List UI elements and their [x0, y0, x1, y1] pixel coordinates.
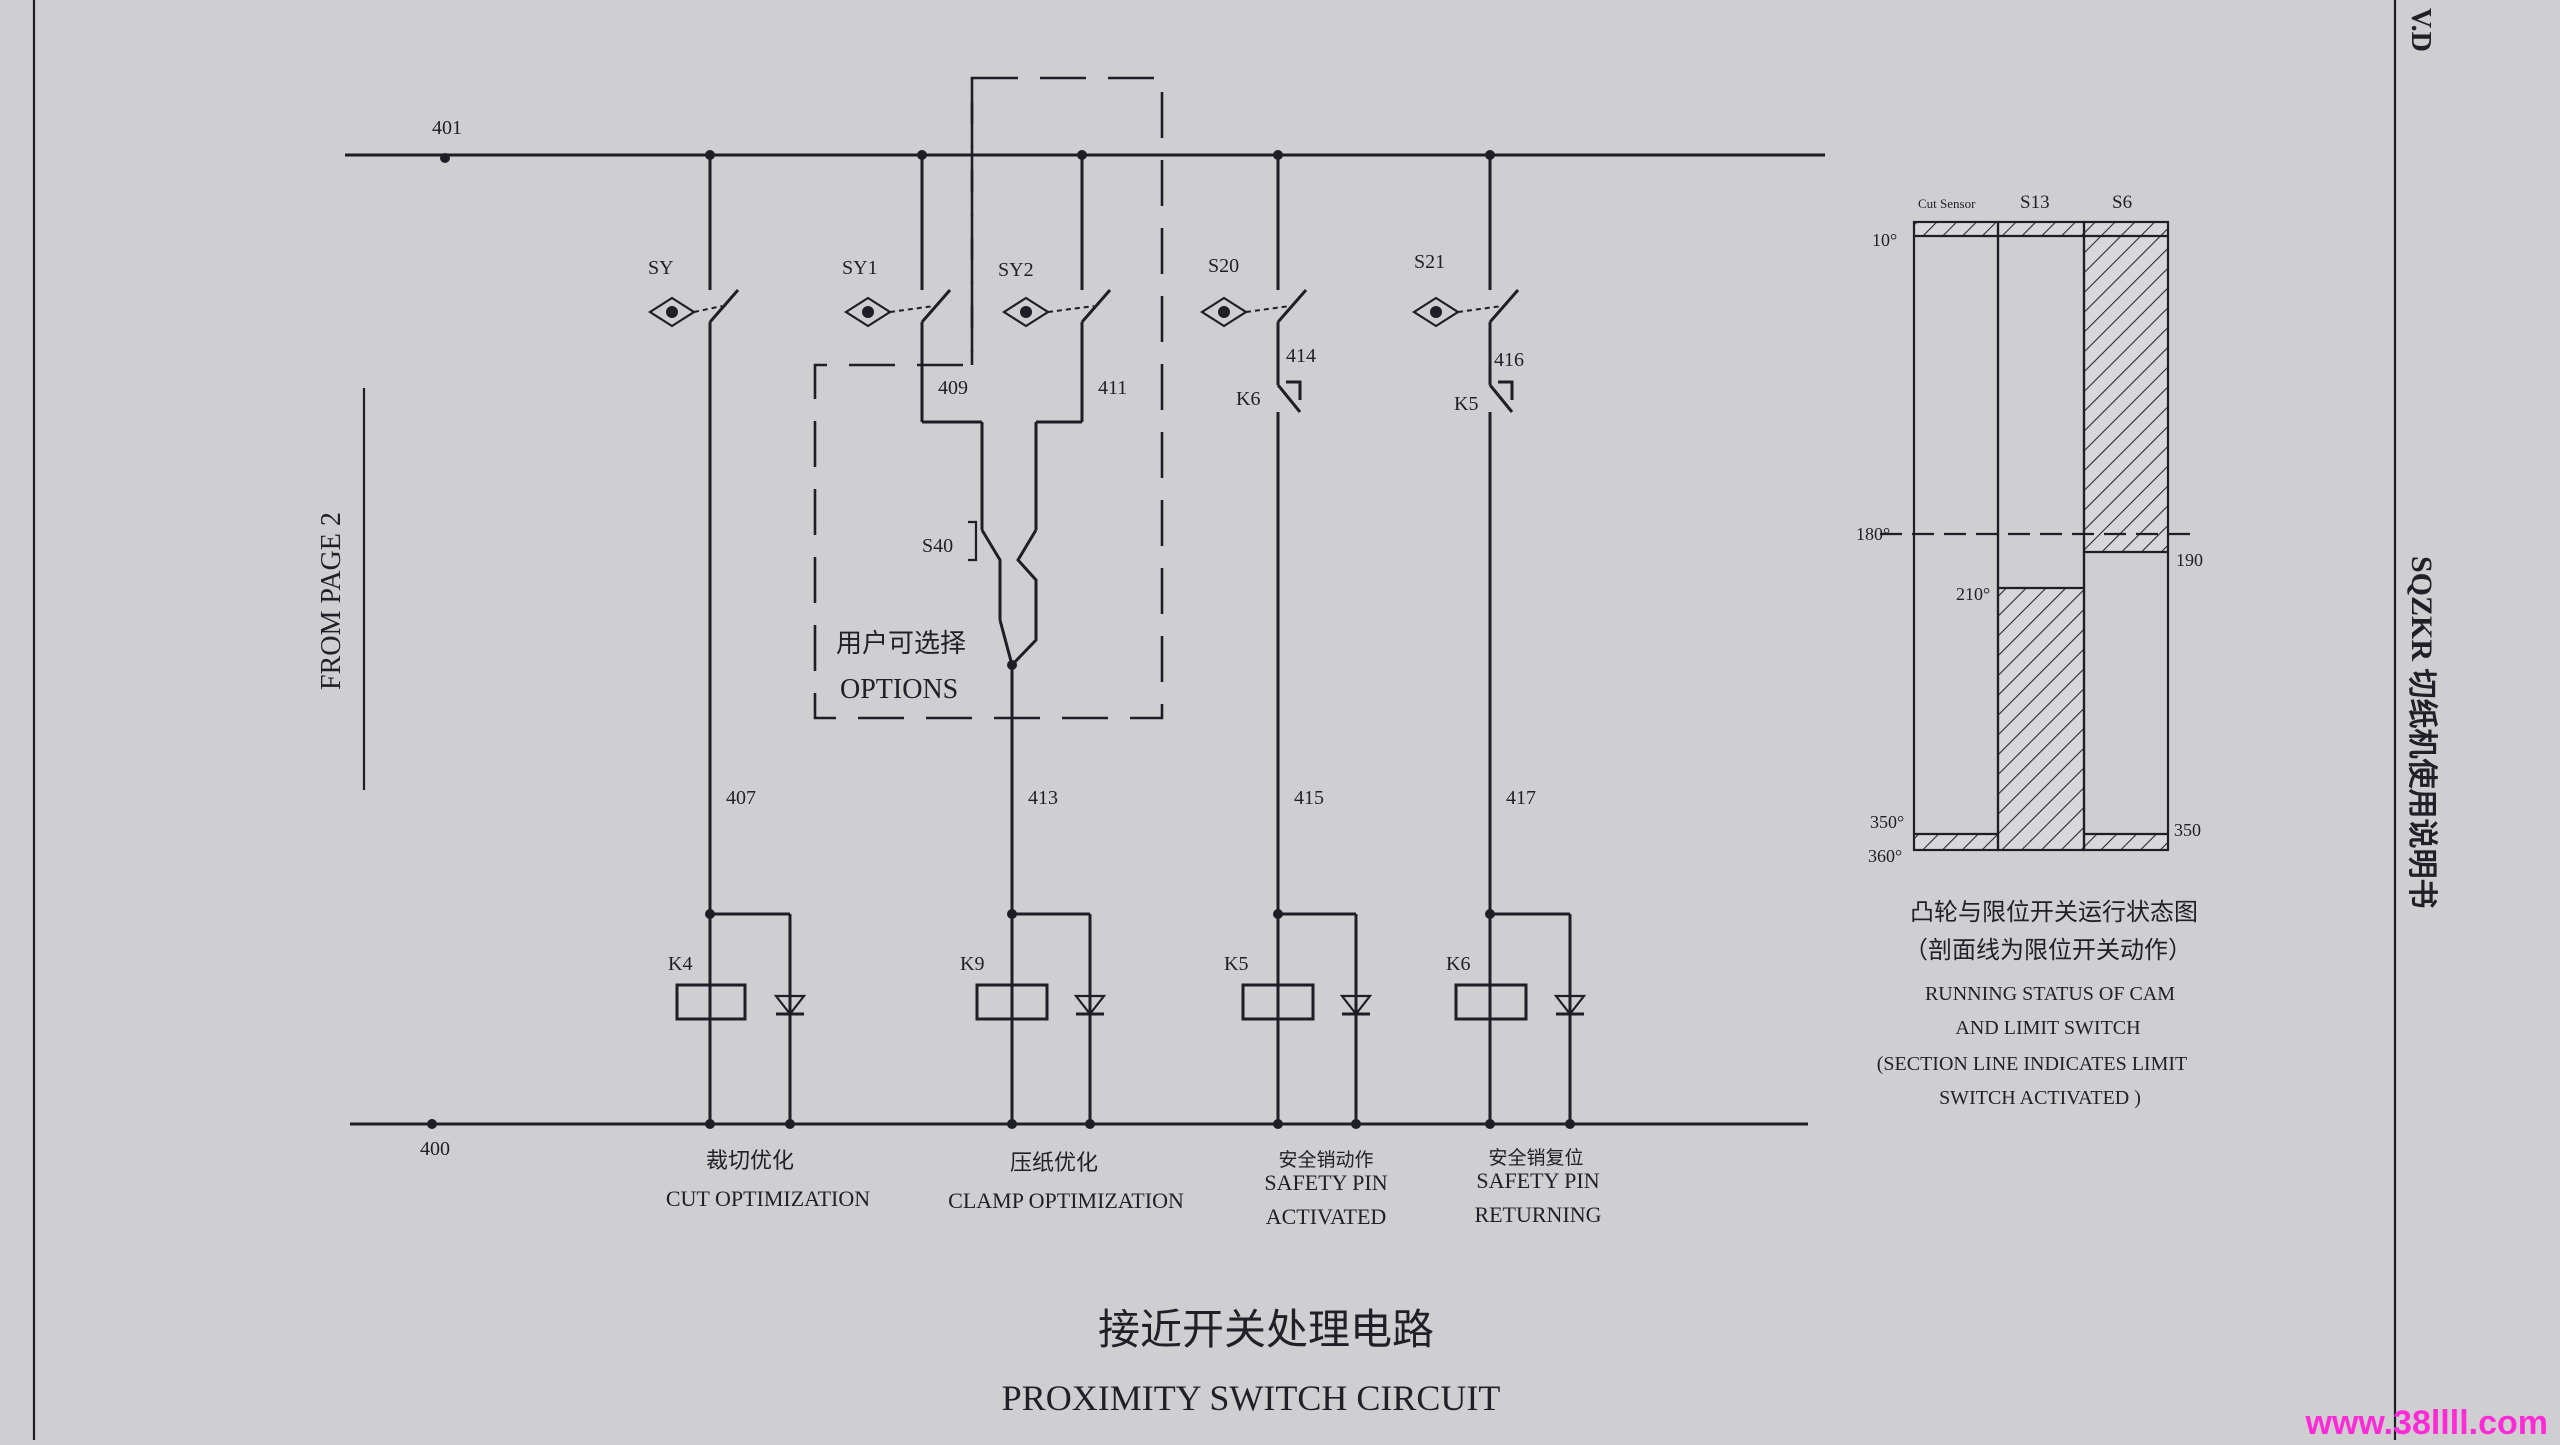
s21-label: S21 — [1414, 251, 1445, 273]
k6-interlock-contact — [1276, 380, 1302, 413]
node-400-label: 400 — [420, 1138, 450, 1160]
interlock-k6-label: K6 — [1236, 388, 1260, 410]
node-401-label: 401 — [432, 117, 462, 139]
k4-caption-en: CUT OPTIMIZATION — [666, 1186, 870, 1211]
cam-caption-en1: RUNNING STATUS OF CAM — [1925, 983, 2175, 1005]
k5-diode-icon — [1339, 994, 1373, 1016]
relay-k9-label: K9 — [960, 953, 984, 975]
cam-timing-chart: Cut Sensor S13 S6 10° 180° 210° 350° 360… — [1856, 192, 2203, 1109]
wire-409-label: 409 — [938, 377, 968, 399]
angle-350-right: 350 — [2174, 820, 2201, 840]
options-block: SY1 409 SY2 411 S40 用户可选择 OPTIONS — [813, 76, 1164, 720]
wire-415-label: 415 — [1294, 787, 1324, 809]
relay-k6-coil — [1454, 983, 1528, 1021]
relay-k4-label: K4 — [668, 953, 692, 975]
node-401-dot — [440, 153, 450, 163]
angle-190: 190 — [2176, 550, 2203, 570]
branch-safety-pin-activated: S20 414 K6 415 K5 安全销动作 SAFETY PIN ACTIV… — [1199, 150, 1388, 1229]
k9-diode-icon — [1073, 994, 1107, 1016]
wire-413-label: 413 — [1028, 787, 1058, 809]
cam-header-s6: S6 — [2112, 192, 2132, 213]
cam-caption-cn2: （剖面线为限位开关动作） — [1904, 937, 2192, 964]
angle-360: 360° — [1868, 846, 1902, 866]
cam-header-cut-sensor: Cut Sensor — [1918, 196, 1976, 211]
from-page-label: FROM PAGE 2 — [316, 512, 347, 690]
options-label-cn: 用户可选择 — [836, 629, 966, 658]
margin-title: SQZKR 切纸机使用说明书 — [2405, 556, 2438, 909]
relay-k5-coil — [1241, 983, 1315, 1021]
k5-caption-en1: SAFETY PIN — [1264, 1170, 1387, 1195]
angle-210: 210° — [1956, 584, 1990, 604]
k5-interlock-contact — [1488, 380, 1514, 413]
s40-label: S40 — [922, 535, 953, 557]
k9-caption-en: CLAMP OPTIMIZATION — [948, 1188, 1184, 1213]
node-400-dot — [427, 1119, 437, 1129]
k5-caption-en2: ACTIVATED — [1266, 1204, 1387, 1229]
wire-417-label: 417 — [1506, 787, 1536, 809]
branch-clamp-optimization: 413 K9 压纸优化 CLAMP OPTIMIZATION — [948, 665, 1184, 1213]
k6-caption-en2: RETURNING — [1474, 1202, 1601, 1227]
wire-416-label: 416 — [1494, 349, 1524, 371]
title-en: PROXIMITY SWITCH CIRCUIT — [1002, 1378, 1501, 1418]
angle-180: 180° — [1856, 524, 1890, 544]
cam-caption-cn1: 凸轮与限位开关运行状态图 — [1910, 899, 2198, 926]
k6-caption-cn: 安全销复位 — [1488, 1147, 1583, 1169]
k4-diode-icon — [773, 994, 807, 1016]
relay-k5-label: K5 — [1224, 953, 1248, 975]
s20-label: S20 — [1208, 255, 1239, 277]
s6-active-band — [2084, 222, 2168, 552]
wire-411-label: 411 — [1098, 377, 1127, 399]
angle-350-left: 350° — [1870, 812, 1904, 832]
sy-label: SY — [648, 257, 674, 279]
watermark: www.38llll.com — [2305, 1404, 2548, 1440]
wire-407-label: 407 — [726, 787, 756, 809]
cam-caption-en3: (SECTION LINE INDICATES LIMIT — [1877, 1053, 2188, 1075]
sy-switch-contact — [708, 289, 740, 323]
corner-mark: V.D — [2405, 8, 2436, 52]
interlock-k5-label: K5 — [1454, 393, 1478, 415]
title-cn: 接近开关处理电路 — [1098, 1308, 1434, 1354]
k5-caption-cn: 安全销动作 — [1278, 1149, 1373, 1171]
sy2-label: SY2 — [998, 259, 1034, 281]
angle-10: 10° — [1872, 230, 1897, 250]
cam-caption-en4: SWITCH ACTIVATED ) — [1939, 1087, 2141, 1109]
relay-k6-label: K6 — [1446, 953, 1470, 975]
branch-cut-optimization: SY 407 K4 裁切优化 CUT OPTIMIZATION — [647, 150, 870, 1211]
k4-caption-cn: 裁切优化 — [706, 1148, 794, 1173]
cam-header-s13: S13 — [2020, 192, 2050, 213]
s13-active-band — [1998, 588, 2084, 850]
branch-safety-pin-returning: S21 416 K5 417 K6 安全销复位 SAFETY PIN RETUR… — [1411, 150, 1602, 1227]
wire-414-label: 414 — [1286, 345, 1316, 367]
relay-k4-coil — [675, 983, 747, 1021]
sy1-label: SY1 — [842, 257, 878, 279]
k9-caption-cn: 压纸优化 — [1010, 1150, 1098, 1175]
cam-caption-en2: AND LIMIT SWITCH — [1955, 1017, 2140, 1039]
relay-k9-coil — [975, 983, 1049, 1021]
k6-caption-en1: SAFETY PIN — [1476, 1168, 1599, 1193]
k6-diode-icon — [1553, 994, 1587, 1016]
options-label-en: OPTIONS — [840, 674, 958, 705]
